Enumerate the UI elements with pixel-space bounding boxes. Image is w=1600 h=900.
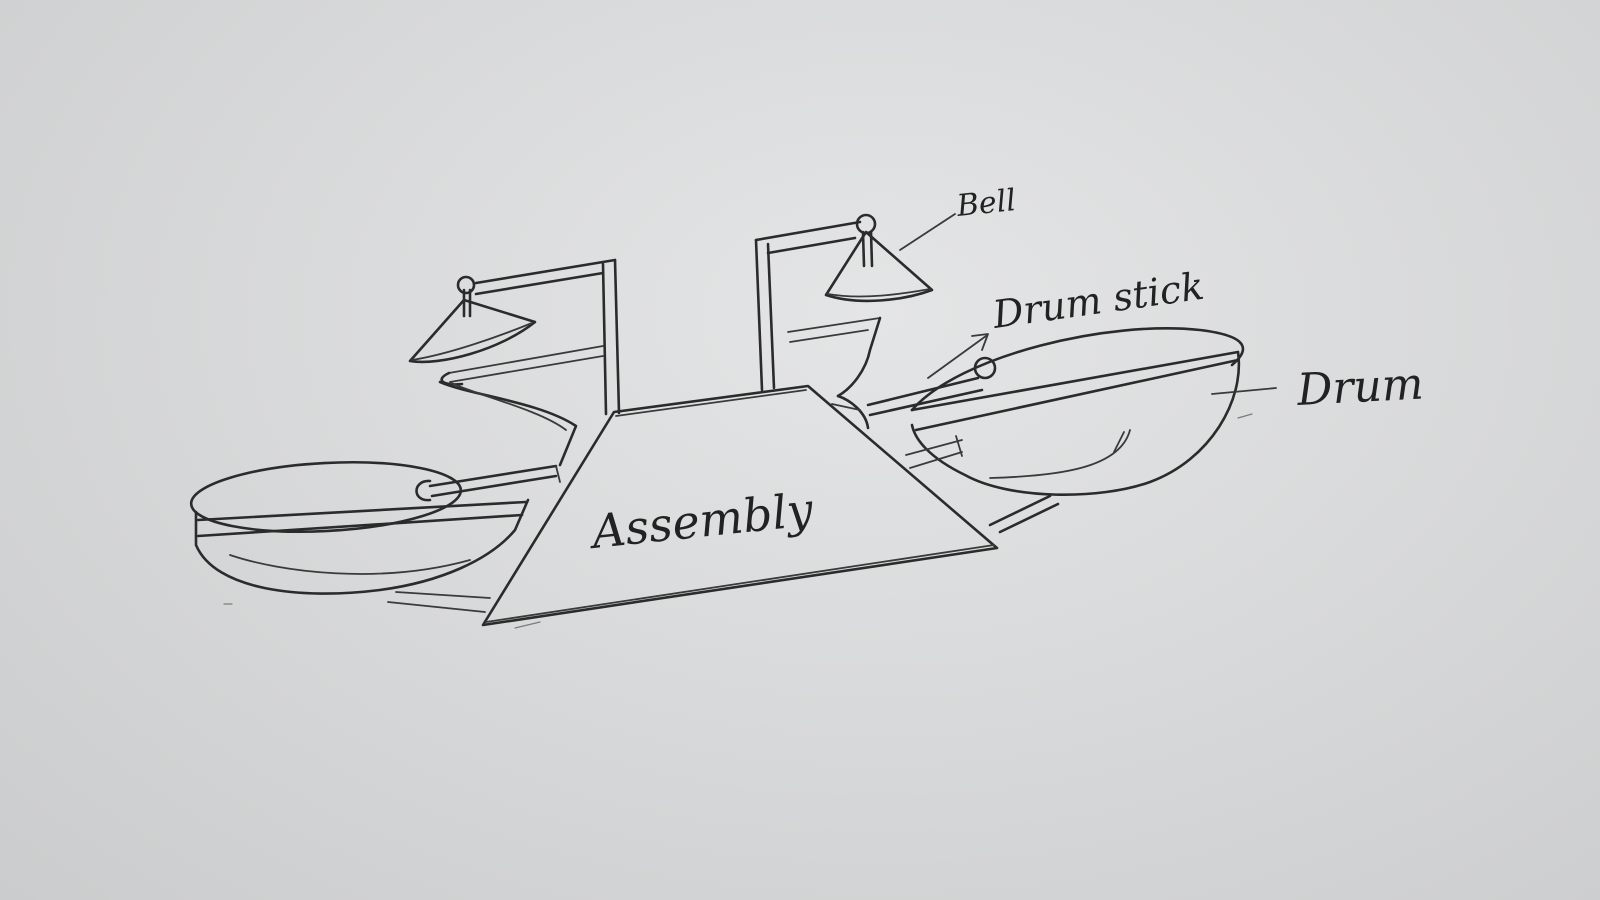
right-bell-stand	[756, 222, 880, 396]
assembly-label: Assembly	[586, 482, 817, 559]
right-bell	[826, 215, 932, 301]
bell-pointer	[900, 214, 955, 250]
drum-stick-label: Drum stick	[989, 264, 1206, 337]
bell-label: Bell	[954, 183, 1017, 224]
drum-label: Drum	[1295, 358, 1425, 416]
left-support	[440, 382, 576, 465]
drum-stick-arrow	[928, 334, 988, 378]
left-bell	[410, 277, 535, 362]
drum-pointer	[1212, 388, 1276, 394]
right-drum	[912, 328, 1243, 532]
